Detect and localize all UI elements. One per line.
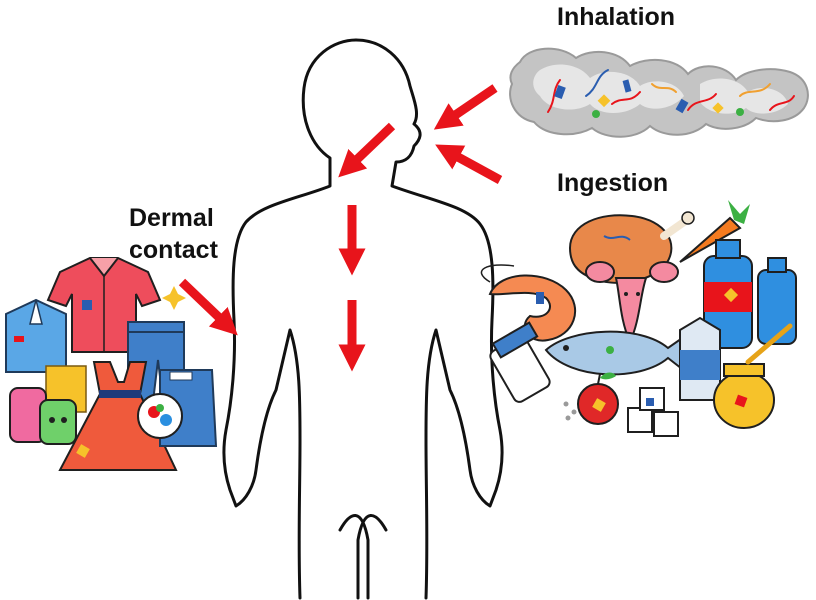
clothing-group-icon (5, 257, 218, 471)
honey-jar-icon (713, 323, 793, 429)
blue-shirt-icon (5, 298, 67, 373)
detergent-bag-icon (137, 369, 218, 447)
label-dermal-line2: contact (129, 236, 219, 264)
apple-icon (577, 372, 619, 425)
shrimp-icon (480, 264, 576, 342)
arrow-inhalation-lower (435, 144, 503, 184)
lobster-icon (585, 261, 679, 345)
salt-shaker-icon (489, 321, 577, 421)
smoke-cloud-icon (509, 47, 809, 138)
arrow-inhalation-upper (433, 84, 498, 130)
dress-icon (58, 361, 178, 471)
food-group-icon (480, 200, 797, 437)
sugar-cubes-icon (627, 387, 679, 437)
fish-icon (544, 330, 690, 376)
carrot-icon (679, 200, 750, 263)
label-ingestion: Ingestion (557, 169, 668, 197)
arrow-throat (338, 122, 396, 178)
human-silhouette-icon (222, 38, 504, 600)
label-inhalation: Inhalation (557, 3, 675, 31)
arrows (178, 84, 503, 372)
arrow-dermal (178, 278, 238, 336)
milk-carton-icon (679, 316, 721, 401)
label-dermal-line1: Dermal (129, 204, 214, 232)
bottle-icon (703, 239, 797, 349)
detergent-bottle-icon (9, 387, 77, 445)
